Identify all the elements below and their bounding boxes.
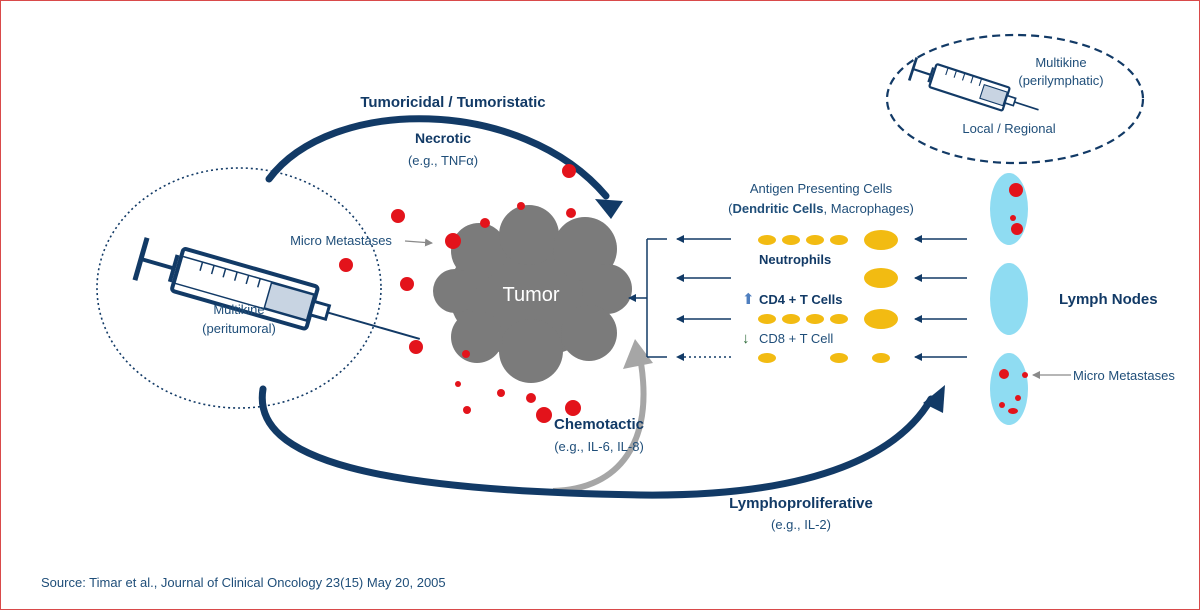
lymphoproliferative-example: (e.g., IL-2) <box>771 517 831 532</box>
lymph-micro-metastases-label: Micro Metastases <box>1073 368 1175 383</box>
lymph-node-middle <box>990 263 1028 335</box>
source-citation: Source: Timar et al., Journal of Clinica… <box>41 575 446 590</box>
peritumoral-micro-metastases-label: Micro Metastases <box>290 233 392 248</box>
lymph-to-cell-arrows <box>914 235 967 361</box>
cell-to-tumor-arrows <box>676 235 731 361</box>
cd4-up-arrow-icon: ⬆ <box>742 291 755 308</box>
perilymphatic-injection-sublabel: (perilymphatic) <box>1018 73 1103 88</box>
lymphoproliferative-label: Lymphoproliferative <box>729 495 873 512</box>
micro-metastases-pointer <box>404 238 433 247</box>
syringe-icon <box>132 237 421 340</box>
lymphoproliferative-arrowhead <box>923 385 945 413</box>
peritumoral-injection-label: Multikine <box>213 302 264 317</box>
metastasis-dots <box>339 164 581 423</box>
tumor-label: Tumor <box>502 284 559 306</box>
cd8-down-arrow-icon: ↓ <box>742 330 750 347</box>
lymph-node-bottom <box>990 353 1028 425</box>
lymph-node-top <box>990 173 1028 245</box>
immune-cells <box>758 230 898 363</box>
chemotactic-example: (e.g., IL-6, IL-8) <box>554 439 644 454</box>
chemotactic-arrow <box>552 339 653 494</box>
necrotic-arrowhead <box>595 199 623 219</box>
local-regional-label: Local / Regional <box>962 121 1055 136</box>
cd8-label: CD8 + T Cell <box>759 331 833 346</box>
necrotic-example: (e.g., TNFα) <box>408 153 478 168</box>
perilymphatic-zone <box>885 33 1145 165</box>
lymph-nodes-label: Lymph Nodes <box>1059 291 1158 308</box>
tumor-mass <box>433 205 632 383</box>
apc-sublabel: (Dendritic Cells, Macrophages) <box>728 201 914 216</box>
neutrophils-label: Neutrophils <box>759 252 831 267</box>
lymphoproliferative-arc <box>258 385 945 499</box>
tumoricidal-title: Tumoricidal / Tumoristatic <box>360 94 545 111</box>
perilymphatic-syringe-icon <box>907 57 1039 112</box>
chemotactic-label: Chemotactic <box>554 416 644 433</box>
cd4-label: CD4 + T Cells <box>759 292 842 307</box>
apc-label: Antigen Presenting Cells <box>750 181 893 196</box>
perilymphatic-injection-label: Multikine <box>1035 55 1086 70</box>
peritumoral-zone <box>96 167 382 409</box>
peritumoral-injection-sublabel: (peritumoral) <box>202 321 276 336</box>
immune-bracket <box>628 238 667 358</box>
necrotic-label: Necrotic <box>415 130 471 146</box>
necrotic-arc <box>265 115 623 219</box>
